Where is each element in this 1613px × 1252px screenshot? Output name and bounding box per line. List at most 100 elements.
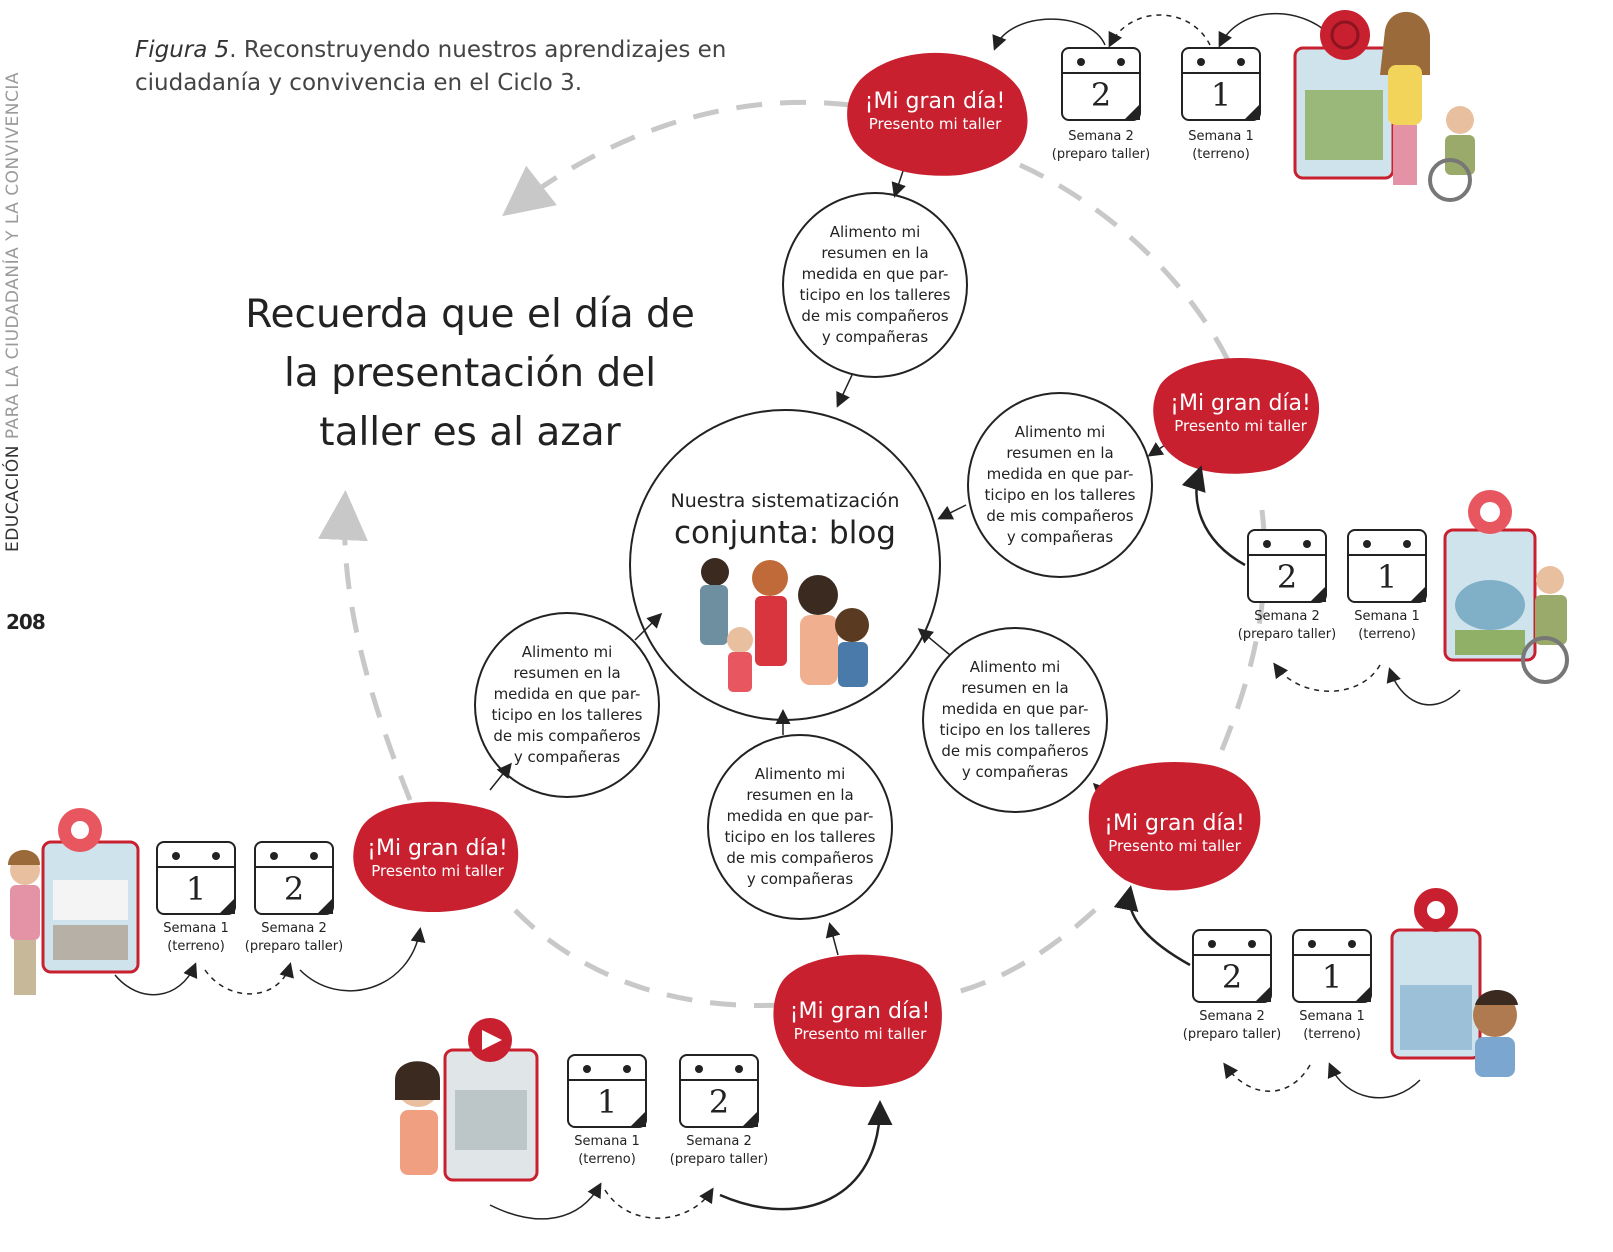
bubble-subtitle: Presento mi taller bbox=[868, 115, 1002, 133]
calendar-group-left bbox=[114, 841, 426, 996]
bubble-bottom-label: ¡Mi gran día! Presento mi taller bbox=[775, 998, 945, 1043]
student-illustration-top bbox=[1380, 11, 1475, 202]
bubble-title: ¡Mi gran día! bbox=[864, 89, 1006, 114]
summary-line: de mis compañeros bbox=[941, 742, 1089, 760]
page-number: 208 bbox=[6, 610, 46, 634]
calendar-label-week2: Semana 2(preparo taller) bbox=[669, 1134, 769, 1167]
summary-line: resumen en la bbox=[821, 244, 929, 262]
calendar-number-week2: 2 bbox=[1090, 76, 1112, 114]
bubble-top-label: ¡Mi gran día! Presento mi taller bbox=[850, 88, 1020, 133]
summary-line: ticipo en los talleres bbox=[939, 721, 1091, 739]
summary-line: resumen en la bbox=[746, 786, 854, 804]
summary-line: ticipo en los talleres bbox=[491, 706, 643, 724]
figure-caption: Figura 5. Reconstruyendo nuestros aprend… bbox=[135, 34, 755, 100]
bubble-lower-right bbox=[1088, 761, 1261, 891]
calendar-group-right bbox=[1181, 465, 1461, 706]
summary-line: medida en que par- bbox=[941, 700, 1089, 718]
calendar-number-week1: 1 bbox=[596, 1083, 618, 1121]
summary-line: y compañeras bbox=[821, 328, 929, 346]
bubble-title: ¡Mi gran día! bbox=[367, 836, 508, 861]
calendar-label-week2: Semana 2(preparo taller) bbox=[1237, 609, 1337, 642]
bubble-top bbox=[847, 52, 1028, 176]
summary-text-bottom: Alimento mi resumen en la medida en que … bbox=[720, 764, 880, 890]
reminder-text: Recuerda que el día de la presentación d… bbox=[245, 292, 695, 455]
calendar-label-week2: Semana 2(preparo taller) bbox=[244, 921, 344, 954]
summary-line: y compañeras bbox=[1006, 528, 1114, 546]
calendar-label-week1: Semana 1(terreno) bbox=[1188, 129, 1254, 162]
summary-text-left: Alimento mi resumen en la medida en que … bbox=[487, 642, 647, 768]
figure-label: Figura 5 bbox=[135, 37, 230, 63]
calendar-group-lower-right bbox=[1113, 885, 1421, 1099]
workshop-card-bottom bbox=[443, 1018, 539, 1182]
student-illustration-bottom bbox=[395, 1061, 440, 1175]
summary-line: ticipo en los talleres bbox=[724, 828, 876, 846]
center-line-1: Nuestra sistematización bbox=[670, 490, 900, 512]
summary-line: medida en que par- bbox=[801, 265, 949, 283]
calendar-label-week1: Semana 1(terreno) bbox=[163, 921, 229, 954]
bubble-left bbox=[353, 801, 519, 913]
summary-line: medida en que par- bbox=[726, 807, 874, 825]
summary-line: resumen en la bbox=[513, 664, 621, 682]
calendar-number-week1: 1 bbox=[1321, 958, 1343, 996]
bubble-subtitle: Presento mi taller bbox=[1108, 837, 1241, 855]
summary-text-top: Alimento mi resumen en la medida en que … bbox=[795, 222, 955, 348]
bubble-subtitle: Presento mi taller bbox=[371, 862, 504, 880]
workshop-card-top bbox=[1293, 10, 1395, 180]
student-illustration-right bbox=[1521, 566, 1569, 684]
calendar-number-week2: 2 bbox=[1276, 558, 1298, 596]
bubble-title: ¡Mi gran día! bbox=[789, 999, 931, 1024]
calendar-number-week1: 1 bbox=[1376, 558, 1398, 596]
summary-line: resumen en la bbox=[961, 679, 1069, 697]
workshop-card-lower-right bbox=[1390, 888, 1482, 1060]
student-illustration-lower-right bbox=[1473, 990, 1518, 1077]
summary-circle-bottom bbox=[707, 734, 893, 920]
children-group-illustration bbox=[700, 558, 869, 692]
summary-line: medida en que par- bbox=[493, 685, 641, 703]
summary-circle-left bbox=[474, 612, 660, 798]
bubble-right bbox=[1153, 358, 1320, 474]
summary-line: de mis compañeros bbox=[726, 849, 874, 867]
calendar-number-week2: 2 bbox=[283, 870, 305, 908]
workshop-card-right bbox=[1443, 490, 1537, 662]
calendar-group-bottom bbox=[489, 1054, 893, 1220]
summary-line: ticipo en los talleres bbox=[799, 286, 951, 304]
bubble-lower-right-label: ¡Mi gran día! Presento mi taller bbox=[1092, 810, 1257, 855]
summary-line: Alimento mi bbox=[969, 658, 1061, 676]
summary-line: y compañeras bbox=[961, 763, 1069, 781]
summary-text-right: Alimento mi resumen en la medida en que … bbox=[980, 422, 1140, 548]
bubble-right-label: ¡Mi gran día! Presento mi taller bbox=[1158, 390, 1323, 435]
calendar-label-week1: Semana 1(terreno) bbox=[1354, 609, 1420, 642]
summary-circle-right bbox=[967, 392, 1153, 578]
calendar-label-week2: Semana 2(preparo taller) bbox=[1182, 1009, 1282, 1042]
summary-line: ticipo en los talleres bbox=[984, 486, 1136, 504]
summary-line: Alimento mi bbox=[754, 765, 846, 783]
summary-line: resumen en la bbox=[1006, 444, 1114, 462]
summary-line: medida en que par- bbox=[986, 465, 1134, 483]
center-circle bbox=[629, 409, 941, 721]
student-illustration-left bbox=[8, 850, 40, 995]
summary-line: Alimento mi bbox=[1014, 423, 1106, 441]
center-line-2: conjunta: blog bbox=[674, 515, 896, 551]
calendar-number-week2: 2 bbox=[708, 1083, 730, 1121]
center-label: Nuestra sistematización conjunta: blog bbox=[650, 488, 920, 552]
calendar-group-top bbox=[992, 12, 1331, 121]
bubble-title: ¡Mi gran día! bbox=[1170, 391, 1311, 416]
bubble-subtitle: Presento mi taller bbox=[1174, 417, 1307, 435]
summary-line: de mis compañeros bbox=[801, 307, 949, 325]
calendar-number-week2: 2 bbox=[1221, 958, 1243, 996]
bubble-title: ¡Mi gran día! bbox=[1104, 811, 1245, 836]
summary-line: de mis compañeros bbox=[493, 727, 641, 745]
bubble-left-label: ¡Mi gran día! Presento mi taller bbox=[355, 835, 520, 880]
summary-circle-lower-right bbox=[922, 627, 1108, 813]
figure-caption-text: . Reconstruyendo nuestros aprendizajes e… bbox=[135, 37, 727, 96]
calendar-number-week1: 1 bbox=[185, 870, 207, 908]
summary-line: y compañeras bbox=[746, 870, 854, 888]
calendar-label-week1: Semana 1(terreno) bbox=[574, 1134, 640, 1167]
calendar-label-week2: Semana 2(preparo taller) bbox=[1051, 129, 1151, 162]
calendar-label-week1: Semana 1(terreno) bbox=[1299, 1009, 1365, 1042]
summary-circle-top bbox=[782, 192, 968, 378]
bubble-bottom bbox=[773, 954, 942, 1087]
summary-line: de mis compañeros bbox=[986, 507, 1134, 525]
summary-line: Alimento mi bbox=[521, 643, 613, 661]
